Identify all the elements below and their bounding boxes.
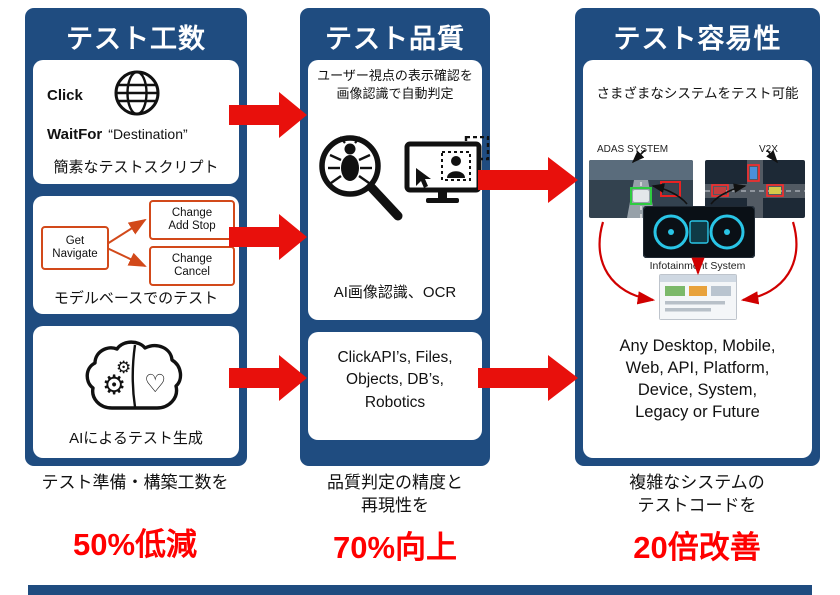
flow-node-line: Cancel [174,266,210,278]
simple-script-caption: 簡素なテストスクリプト [53,159,219,176]
bottom-accent-bar [28,585,812,595]
click-keyword: Click [47,86,83,104]
panel-visual-check: ユーザー視点の表示確認を 画像認識で自動判定 [308,60,490,320]
supported-systems-text: Any Desktop, Mobile, Web, API, Platform,… [583,336,812,424]
column-test-effort-header: テスト工数 [66,24,206,54]
infotainment-screenshot [659,274,737,320]
globe-icon [111,67,163,124]
column-test-quality: テスト品質 ユーザー視点の表示確認を 画像認識で自動判定 [300,8,490,466]
footer-quality: 品質判定の精度と 再現性を 70%向上 [292,472,498,567]
flow-node-line: Add Stop [168,220,216,232]
panel-simple-script: Click WaitFor “Destination” 簡素なテストスクリプト [33,60,239,184]
script-click-row: Click [47,68,229,122]
panel-model-based: Get Navigate Change Add Stop Change Canc… [33,196,239,314]
visual-check-caption: AI画像認識、OCR [333,284,457,301]
supported-line: Any Desktop, Mobile, [619,337,776,355]
footer-effort: テスト準備・構築工数を 50%低減 [6,472,264,564]
systems-caption: さまざまなシステムをテスト可能 [596,86,799,101]
flow-node-change-cancel: Change Cancel [149,246,235,286]
v2x-label: V2X [759,144,778,155]
flow-node-line: Change [171,252,213,265]
flow-node-line: Navigate [52,248,98,260]
arrow-quality-to-testability-1 [478,157,578,203]
footer-testability-line2: テストコードを [637,495,757,515]
flow-node-change-add-stop: Change Add Stop [149,200,235,240]
adas-system-label: ADAS SYSTEM [597,144,669,155]
arrow-quality-to-testability-2 [478,355,578,401]
api-line: Objects, DB’s, [346,371,444,389]
svg-text:♡: ♡ [144,370,166,398]
supported-line: Legacy or Future [635,402,760,421]
footer-effort-metric: 50%低減 [72,526,198,562]
panel-api-support: ClickAPI’s, Files, Objects, DB’s, Roboti… [308,332,482,440]
api-line: ClickAPI’s, Files, [337,349,453,366]
footer-testability-metric: 20倍改善 [633,529,761,565]
visual-desc-line1: ユーザー視点の表示確認を [317,68,473,83]
flow-node-get-navigate: Get Navigate [41,226,109,270]
panel-ai-generation: ⚙ ⚙ ♡ AIによるテスト生成 [33,326,239,458]
monitor-avatar-icon [404,136,490,203]
column-test-effort: テスト工数 Click WaitFor“Destination” 簡 [25,8,247,466]
footer-effort-line: テスト準備・構築工数を [41,473,229,492]
arrow-effort-to-quality-3 [229,355,307,401]
footer-testability: 複雑なシステムの テストコードを 20倍改善 [570,472,824,567]
supported-line: Web, API, Platform, [625,358,770,377]
arrow-effort-to-quality-2 [229,214,307,260]
svg-text:⚙: ⚙ [102,370,126,400]
column-testability-header: テスト容易性 [613,24,782,54]
cluster-image [643,206,755,258]
brain-icon: ⚙ ⚙ ♡ [85,340,183,410]
footer-quality-line2: 再現性を [361,495,429,515]
system-collage: ADAS SYSTEM V2X [583,144,812,330]
visual-desc-line2: 画像認識で自動判定 [336,85,454,101]
footer-testability-line1: 複雑なシステムの [629,473,765,492]
column-testability: テスト容易性 さまざまなシステムをテスト可能 ADAS SYSTEM V2X [575,8,820,466]
panel-systems: さまざまなシステムをテスト可能 ADAS SYSTEM V2X [583,60,812,458]
column-test-quality-header: テスト品質 [325,24,465,54]
magnifier-bug-icon [319,135,403,221]
flow-arrows [106,218,147,267]
svg-text:⚙: ⚙ [116,358,131,377]
visual-check-icons [308,124,490,244]
api-support-text: ClickAPI’s, Files, Objects, DB’s, Roboti… [308,332,482,414]
flow-node-line: Get [65,234,85,247]
infotainment-label: Infotainment System [649,260,746,272]
ai-generation-caption: AIによるテスト生成 [69,430,203,447]
supported-line: Device, System, [637,380,758,399]
visual-check-description: ユーザー視点の表示確認を 画像認識で自動判定 [308,60,482,102]
waitfor-keyword: WaitFor [47,126,103,143]
model-based-caption: モデルベースでのテスト [53,290,219,307]
footer-quality-metric: 70%向上 [332,529,458,565]
waitfor-argument: “Destination” [108,126,188,142]
api-line: Robotics [364,393,426,411]
script-waitfor-line: WaitFor “Destination” [47,126,188,143]
arrow-effort-to-quality-1 [229,92,307,138]
footer-quality-line1: 品質判定の精度と [327,473,463,492]
flow-node-line: Change [171,206,213,219]
